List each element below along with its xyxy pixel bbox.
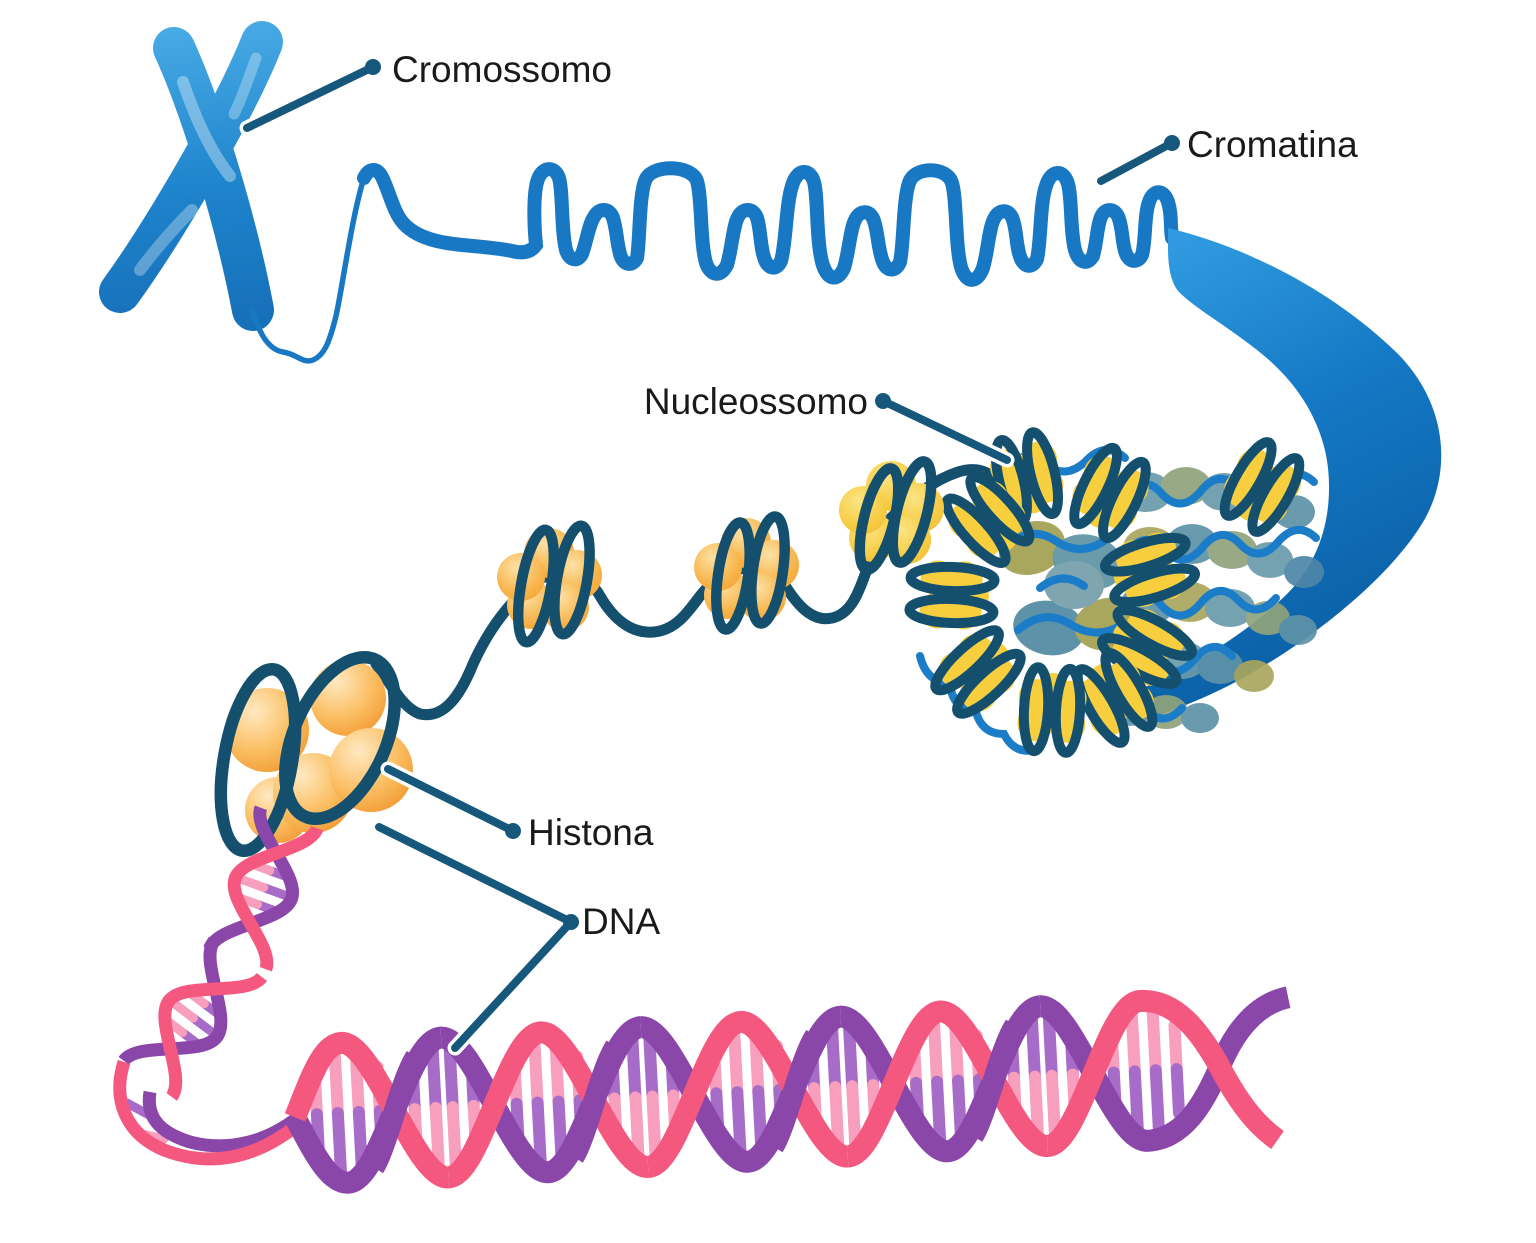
annotations: Cromossomo Cromatina Nucleossomo Histona… — [239, 49, 1358, 1056]
cromatina-leader-dot — [1164, 135, 1180, 151]
histone-complex — [214, 650, 413, 858]
cromatina-leader-line — [1093, 135, 1180, 189]
label-histona: Histona — [528, 812, 654, 853]
histona-leader-line — [380, 761, 521, 839]
label-dna: DNA — [582, 901, 660, 942]
label-cromatina: Cromatina — [1187, 124, 1358, 165]
nucleosome-beads — [497, 456, 944, 648]
chromatin-fiber — [250, 161, 1179, 364]
chromosome-illustration — [99, 21, 283, 331]
cromossomo-leader-line — [239, 59, 381, 136]
histone-dna-wrap — [279, 650, 401, 826]
nucleossomo-leader-dot — [875, 393, 891, 409]
dna-leader-dot — [563, 914, 579, 930]
nucleossomo-leader-line — [875, 393, 1015, 468]
chromatin-ribbon — [1092, 228, 1442, 729]
dna-double-helix — [113, 808, 1291, 1194]
label-cromossomo: Cromossomo — [392, 49, 612, 90]
label-nucleossomo: Nucleossomo — [644, 381, 868, 422]
solenoid-front-ring — [909, 428, 1313, 754]
dna-leader-line — [371, 819, 579, 1056]
cromossomo-leader-dot — [365, 59, 381, 75]
histona-leader-dot — [505, 823, 521, 839]
